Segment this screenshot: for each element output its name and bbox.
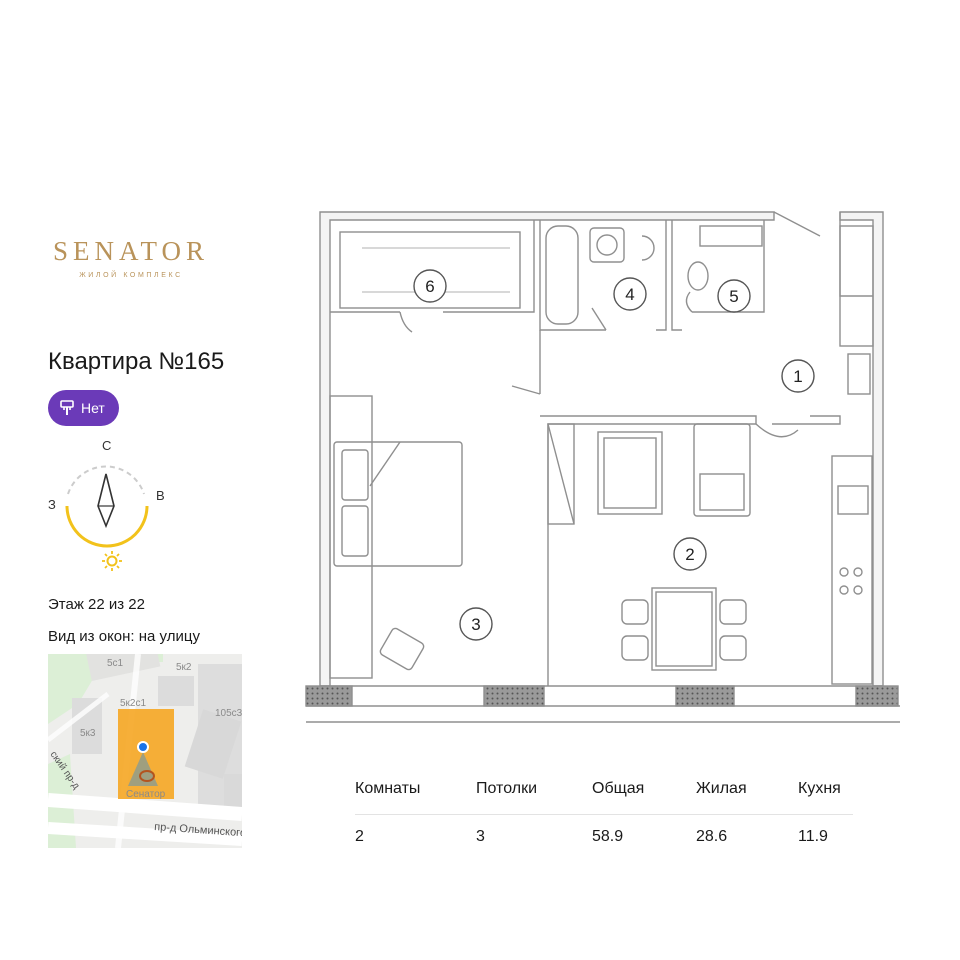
floor-info: Этаж 22 из 22 xyxy=(48,596,145,613)
compass-north: С xyxy=(102,438,111,453)
map-label: 5к3 xyxy=(80,728,96,739)
location-map[interactable]: 5с1 5к2 5к2с1 105с3 5к3 Сенатор ский пр-… xyxy=(48,654,242,848)
map-label: 5с1 xyxy=(107,658,124,669)
spec-value-kitchen: 11.9 xyxy=(798,828,828,845)
room-6-marker xyxy=(413,269,447,303)
apartment-title: Квартира №165 xyxy=(48,348,225,375)
room-4-label: 4 xyxy=(625,285,634,304)
spec-header-ceilings: Потолки xyxy=(476,780,538,797)
map-label: 5к2 xyxy=(176,662,192,673)
paint-roller-icon xyxy=(60,400,74,415)
map-label: 5к2с1 xyxy=(120,698,146,709)
room-1-label: 1 xyxy=(793,367,802,386)
compass-east: В xyxy=(156,488,165,503)
map-label: Сенатор xyxy=(126,789,166,800)
finish-label: Нет xyxy=(81,400,105,416)
map-label: 105с3 xyxy=(215,708,242,719)
room-6-label: 6 xyxy=(425,277,434,296)
sun-icon xyxy=(102,551,122,571)
room-3-marker xyxy=(459,607,493,641)
spec-header-kitchen: Кухня xyxy=(798,780,841,797)
spec-value-ceilings: 3 xyxy=(476,828,485,845)
room-1-marker xyxy=(781,359,815,393)
room-3-label: 3 xyxy=(471,615,480,634)
compass: С З В xyxy=(46,434,166,574)
compass-west: З xyxy=(48,497,56,512)
specs-divider xyxy=(355,814,853,815)
compass-needle xyxy=(97,473,115,529)
spec-header-living: Жилая xyxy=(696,780,747,797)
room-2-marker xyxy=(673,537,707,571)
brand-logo-text: SENATOR xyxy=(52,236,210,266)
room-5-marker xyxy=(717,279,751,313)
spec-value-total: 58.9 xyxy=(592,828,624,845)
window-view-info: Вид из окон: на улицу xyxy=(48,628,200,645)
room-4-marker xyxy=(613,277,647,311)
spec-value-living: 28.6 xyxy=(696,828,728,845)
spec-value-rooms: 2 xyxy=(355,828,364,845)
finish-badge[interactable]: Нет xyxy=(48,390,119,426)
brand-tagline: ЖИЛОЙ КОМПЛЕКС xyxy=(79,272,183,279)
spec-header-rooms: Комнаты xyxy=(355,780,421,797)
floor-plan: 1 2 3 4 5 6 xyxy=(300,196,920,736)
room-2-label: 2 xyxy=(685,545,694,564)
room-5-label: 5 xyxy=(729,287,738,306)
location-marker xyxy=(137,741,149,753)
spec-header-total: Общая xyxy=(592,780,645,797)
